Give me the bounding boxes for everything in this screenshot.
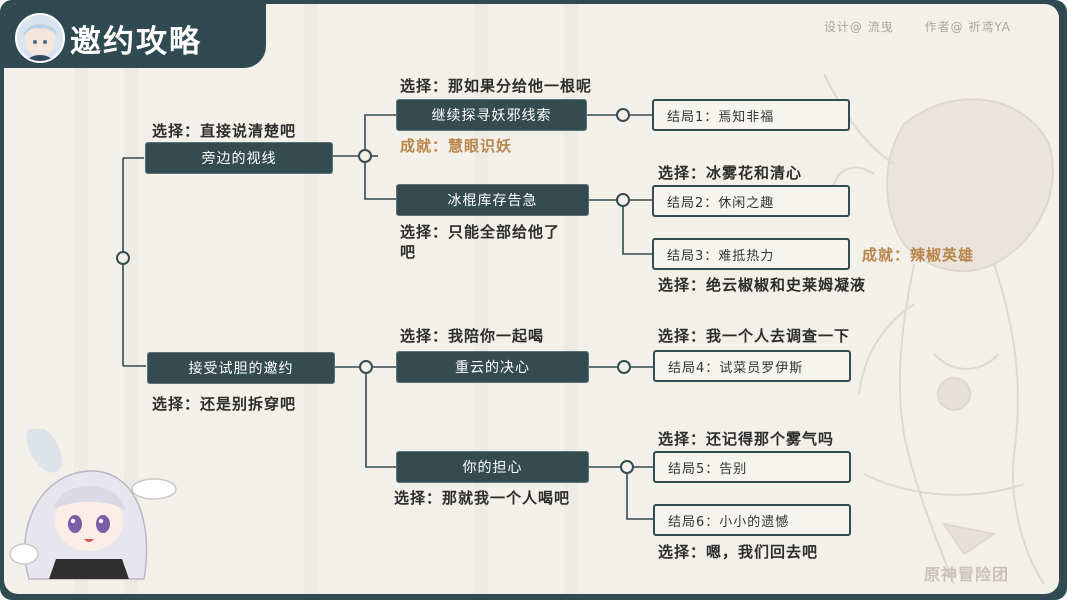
junction-a — [358, 149, 372, 163]
choice-label: 选择：只能全部给他了 — [400, 223, 561, 241]
bg-stripe — [564, 4, 578, 594]
avatar-icon — [15, 13, 65, 63]
ending-4: 结局4：试菜员罗伊斯 — [653, 350, 851, 382]
ending-3: 结局3：难抵热力 — [652, 238, 850, 270]
watermark: 原神冒险团 — [924, 565, 1010, 584]
character-illustration — [823, 73, 1054, 585]
junction-b1 — [617, 360, 631, 374]
achievement-label: 成就：慧眼识妖 — [400, 137, 513, 155]
node-investigate: 继续探寻妖邪线索 — [397, 100, 586, 130]
bg-stripe — [474, 4, 488, 594]
page-title: 邀约攻略 — [70, 24, 202, 60]
ending-2: 结局2：休闲之趣 — [652, 185, 850, 217]
choice-label: 选择：那如果分给他一根呢 — [400, 77, 593, 95]
credits: 设计@ 流曳 作者@ 祈鸢YA — [798, 18, 1011, 35]
node-side-glance: 旁边的视线 — [146, 143, 332, 173]
designer-credit: 设计@ 流曳 — [823, 20, 894, 34]
choice-label: 选择：绝云椒椒和史莱姆凝液 — [658, 276, 867, 294]
choice-label: 选择：那就我一个人喝吧 — [394, 489, 571, 507]
choice-label: 选择：冰雾花和清心 — [658, 164, 803, 182]
node-accept-invitation: 接受试胆的邀约 — [148, 353, 334, 383]
bg-stripe — [124, 4, 138, 594]
junction-b — [359, 360, 373, 374]
choice-label: 选择：还是别拆穿吧 — [152, 395, 297, 413]
choice-label: 选择：嗯，我们回去吧 — [658, 543, 819, 561]
junction-a1 — [616, 108, 630, 122]
choice-label-wrap: 吧 — [400, 243, 417, 261]
choice-label: 选择：我陪你一起喝 — [400, 327, 545, 345]
junction-b2 — [620, 460, 634, 474]
junction-a2 — [616, 193, 630, 207]
node-chongyun-resolve: 重云的决心 — [397, 352, 588, 382]
ending-1: 结局1：焉知非福 — [652, 99, 850, 131]
bg-stripe — [74, 4, 88, 594]
choice-label: 选择：我一个人去调查一下 — [658, 327, 851, 345]
node-your-worry: 你的担心 — [397, 452, 588, 482]
ending-6: 结局6：小小的遗憾 — [653, 504, 851, 536]
choice-label: 选择：还记得那个雾气吗 — [658, 430, 835, 448]
achievement-label: 成就：辣椒英雄 — [862, 246, 975, 264]
choice-label: 选择：直接说清楚吧 — [152, 122, 297, 140]
node-popsicle-shortage: 冰棍库存告急 — [397, 185, 588, 215]
mascot-illustration — [9, 429, 177, 580]
title-tab: 邀约攻略 — [4, 4, 266, 68]
ending-5: 结局5：告别 — [653, 451, 851, 483]
main-panel: 邀约攻略 设计@ 流曳 作者@ 祈鸢YA — [4, 4, 1059, 594]
root-junction — [116, 251, 130, 265]
author-credit: 作者@ 祈鸢YA — [924, 20, 1011, 34]
